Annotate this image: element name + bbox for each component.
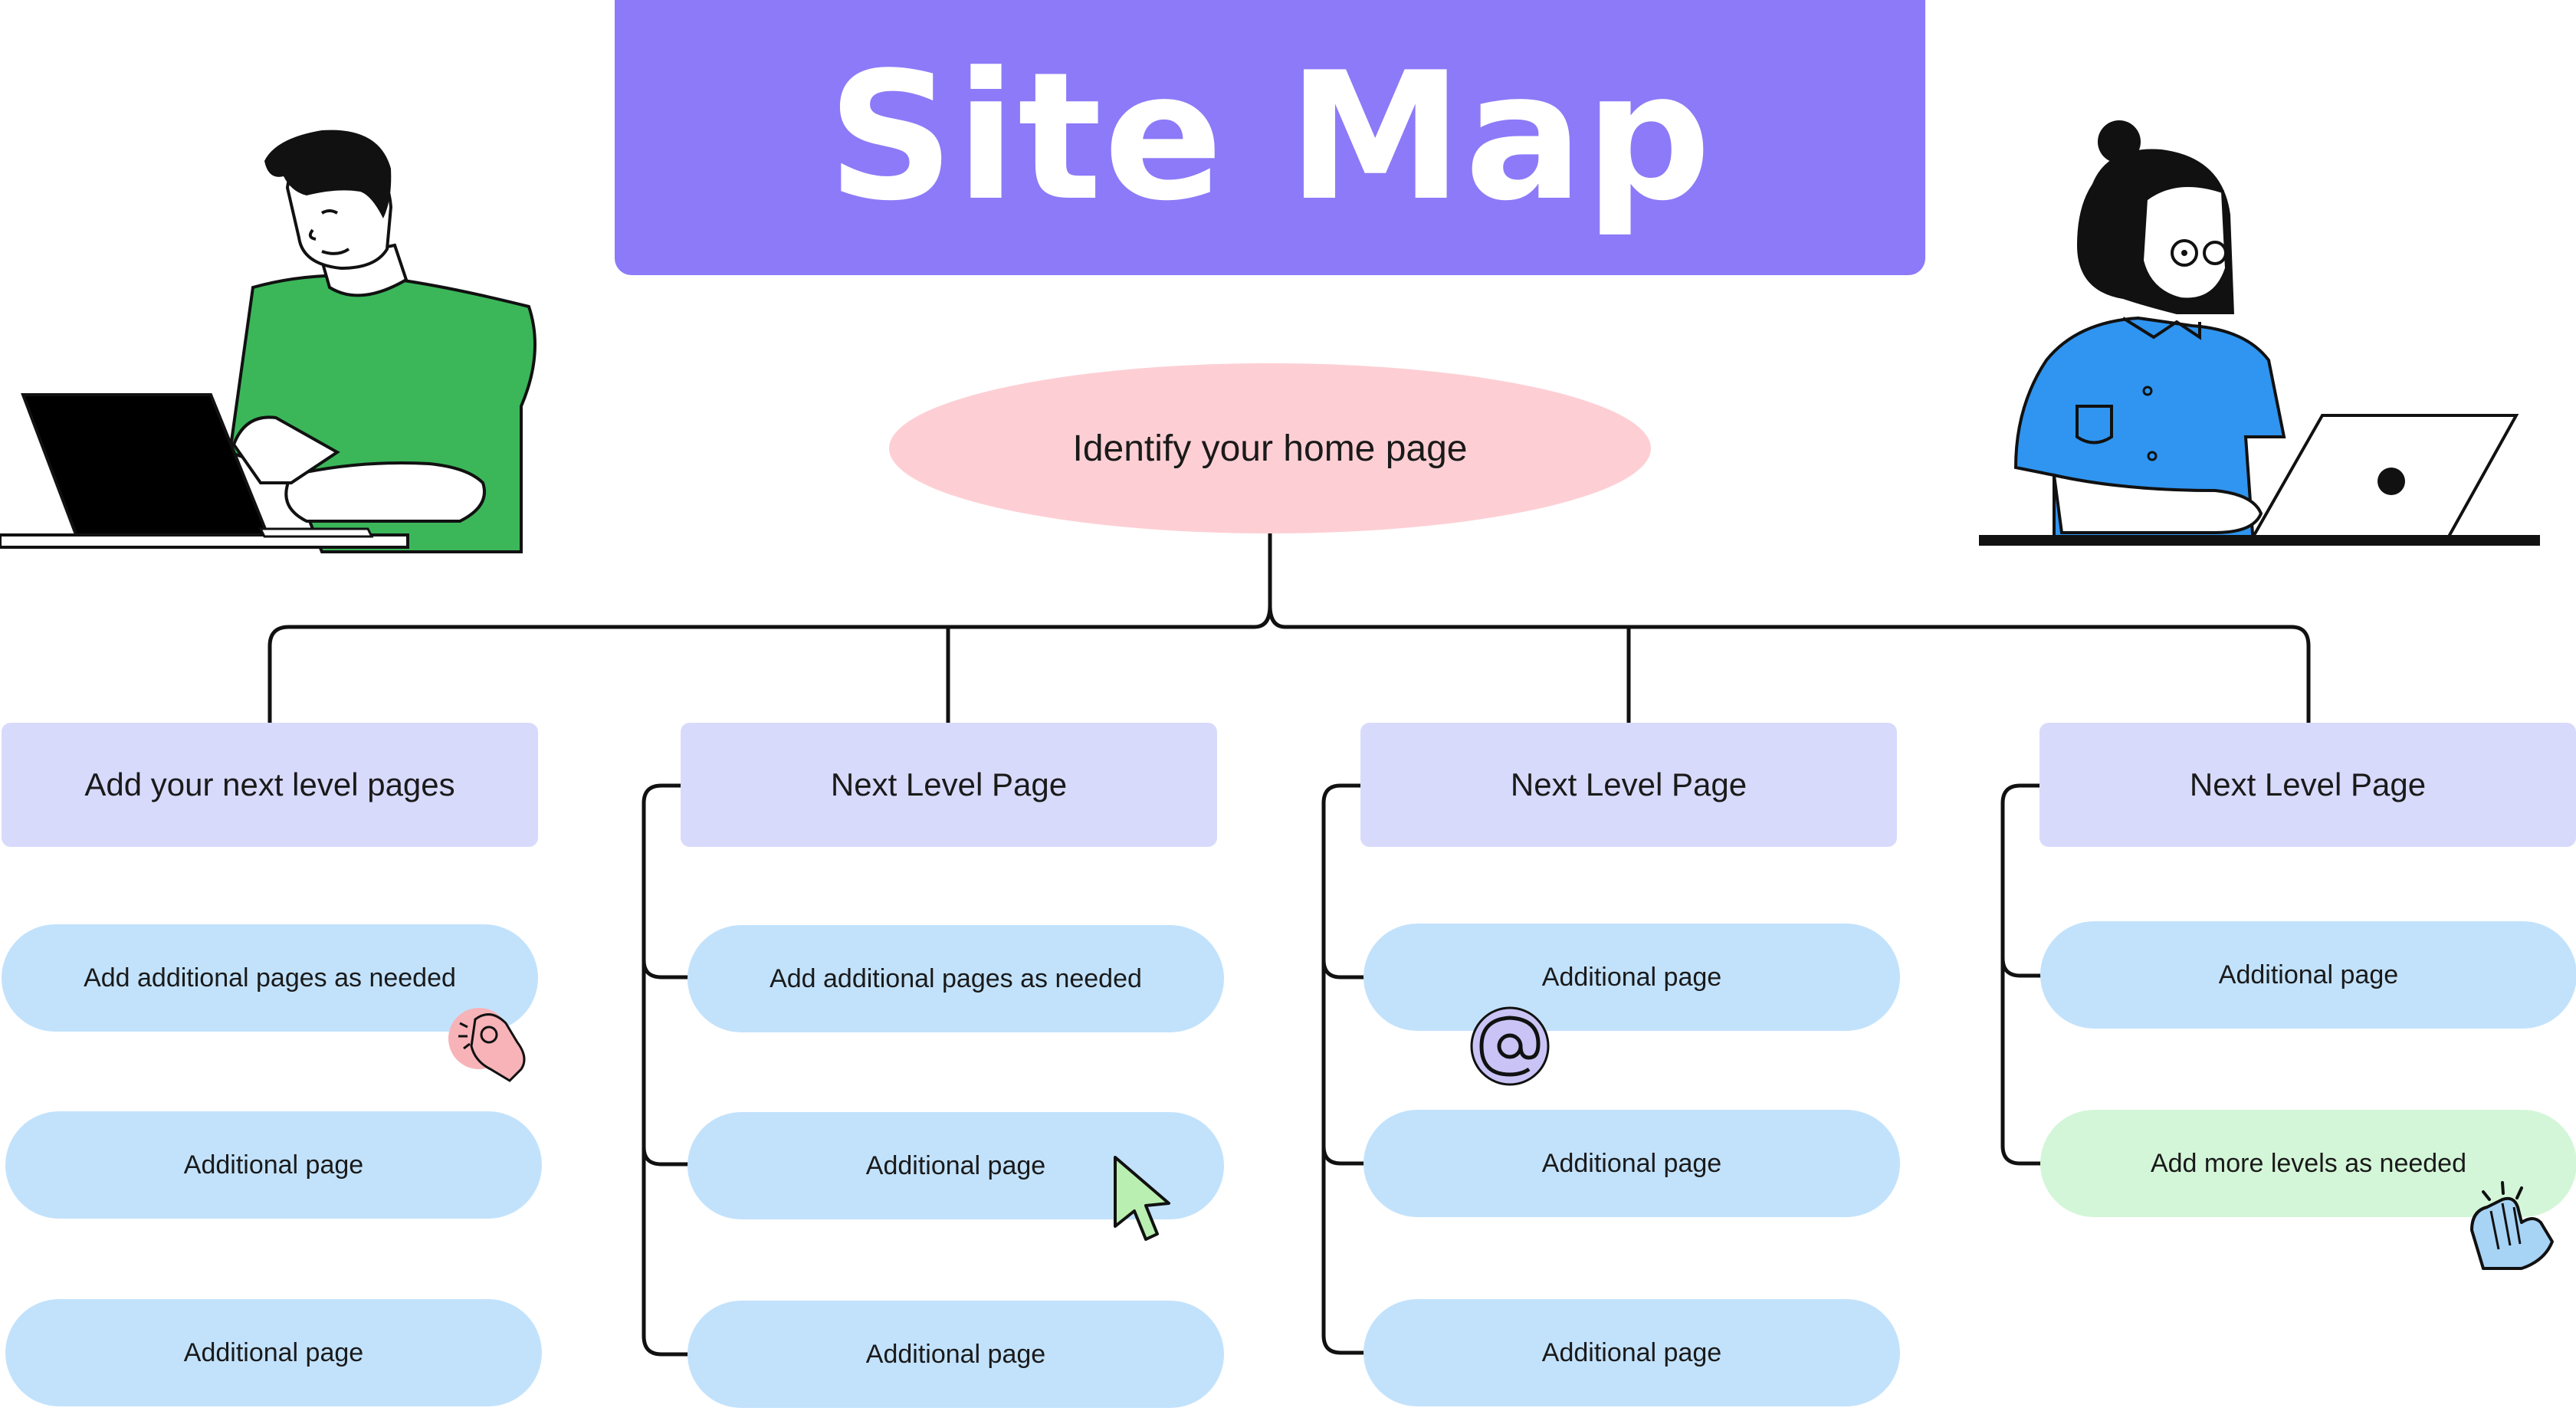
page-title: Site Map xyxy=(827,35,1713,240)
man-with-laptop-illustration xyxy=(0,130,537,553)
col4-tick-1 xyxy=(2000,956,2045,978)
trunk-right-connector xyxy=(1268,603,2311,725)
page-pill-3-3: Additional page xyxy=(1363,1299,1900,1406)
home-page-node: Identify your home page xyxy=(889,363,1651,533)
page-pill-1-3: Additional page xyxy=(5,1299,542,1406)
level-box-4: Next Level Page xyxy=(2039,723,2576,847)
woman-with-laptop-illustration xyxy=(1979,120,2540,546)
level-box-2: Next Level Page xyxy=(681,723,1217,847)
at-sign-icon xyxy=(1470,1006,1550,1086)
page-pill-1-1: Add additional pages as needed xyxy=(2,924,538,1032)
page-pill-2-1: Add additional pages as needed xyxy=(687,925,1224,1032)
col2-tick-2 xyxy=(642,1145,690,1167)
col2-bracket xyxy=(642,783,690,1357)
cursor-arrow-icon xyxy=(1114,1156,1170,1241)
col3-bracket xyxy=(1321,783,1367,1355)
col4-bracket xyxy=(2000,783,2045,1166)
level-box-1: Add your next level pages xyxy=(2,723,538,847)
level-box-3: Next Level Page xyxy=(1360,723,1897,847)
page-pill-4-2: Add more levels as needed xyxy=(2040,1110,2576,1217)
title-banner: Site Map xyxy=(615,0,1925,275)
col3-tick-1 xyxy=(1321,957,1367,979)
col3-tick-2 xyxy=(1321,1144,1367,1166)
page-pill-3-2: Additional page xyxy=(1363,1110,1900,1217)
page-pill-1-2: Additional page xyxy=(5,1111,542,1219)
trunk-connector xyxy=(267,531,1272,725)
page-pill-3-1: Additional page xyxy=(1363,924,1900,1031)
ok-hand-icon xyxy=(448,1008,526,1082)
page-pill-2-3: Additional page xyxy=(687,1301,1224,1408)
page-pill-4-1: Additional page xyxy=(2040,921,2576,1029)
clapping-hands-icon xyxy=(2470,1181,2554,1270)
col2-tick-1 xyxy=(642,958,690,979)
